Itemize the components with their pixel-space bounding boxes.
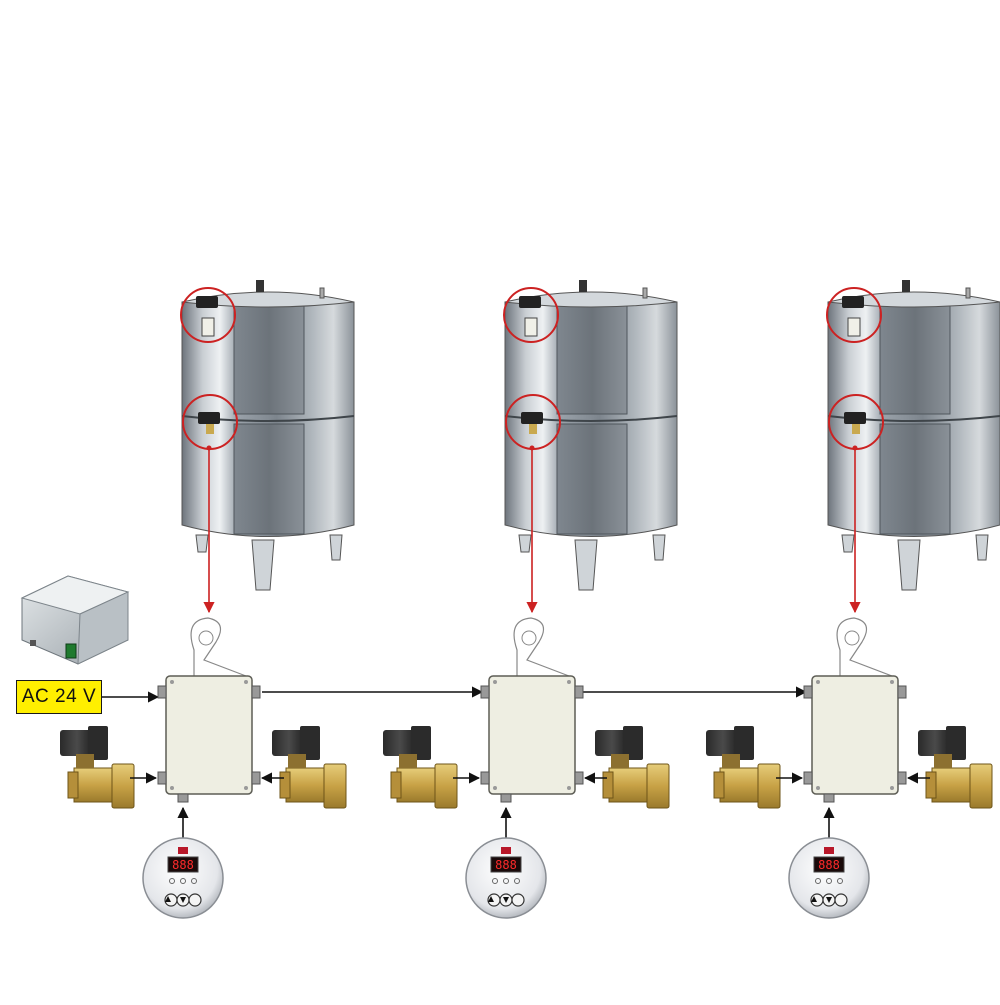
tank-icon	[503, 280, 678, 591]
up-arrow-icon	[488, 896, 494, 902]
solenoid-valve-icon	[706, 726, 781, 809]
probe-sensor-icon	[196, 296, 218, 308]
thermostat-display-icon: 888	[142, 837, 224, 919]
display-readout: 888	[495, 858, 517, 872]
indicator-led	[514, 878, 520, 884]
indicator-led	[492, 878, 498, 884]
power-supply-icon	[20, 575, 130, 665]
probe-sensor-icon	[198, 412, 220, 424]
solenoid-valve-icon	[60, 726, 135, 809]
indicator-led	[837, 878, 843, 884]
up-arrow-icon	[811, 896, 817, 902]
probe-sensor-icon	[521, 412, 543, 424]
highlight-circle	[503, 287, 559, 343]
tank-unit: 888	[383, 280, 678, 919]
down-arrow-icon	[180, 897, 186, 903]
solenoid-valve-icon	[272, 726, 347, 809]
solenoid-valve-icon	[383, 726, 458, 809]
indicator-led	[169, 878, 175, 884]
indicator-led	[191, 878, 197, 884]
tank-unit: 888	[60, 280, 355, 919]
tank-icon	[180, 280, 355, 591]
display-readout: 888	[172, 858, 194, 872]
tank-icon	[826, 280, 1000, 591]
highlight-circle	[180, 287, 236, 343]
solenoid-valve-icon	[918, 726, 993, 809]
brand-logo	[824, 847, 834, 854]
indicator-led	[180, 878, 186, 884]
solenoid-valve-icon	[595, 726, 670, 809]
brand-logo	[501, 847, 511, 854]
control-box-icon	[480, 617, 584, 803]
indicator-led	[815, 878, 821, 884]
probe-sensor-icon	[519, 296, 541, 308]
display-readout: 888	[818, 858, 840, 872]
brand-logo	[178, 847, 188, 854]
indicator-led	[826, 878, 832, 884]
control-box-icon	[803, 617, 907, 803]
probe-sensor-icon	[844, 412, 866, 424]
thermostat-display-icon: 888	[788, 837, 870, 919]
thermostat-display-icon: 888	[465, 837, 547, 919]
highlight-circle	[826, 287, 882, 343]
tank-unit: 888	[706, 280, 1000, 919]
power-label: AC 24 V	[16, 680, 102, 714]
down-arrow-icon	[503, 897, 509, 903]
set-button	[188, 893, 202, 907]
down-arrow-icon	[826, 897, 832, 903]
control-box-icon	[157, 617, 261, 803]
set-button	[511, 893, 525, 907]
up-arrow-icon	[165, 896, 171, 902]
probe-sensor-icon	[842, 296, 864, 308]
set-button	[834, 893, 848, 907]
indicator-led	[503, 878, 509, 884]
